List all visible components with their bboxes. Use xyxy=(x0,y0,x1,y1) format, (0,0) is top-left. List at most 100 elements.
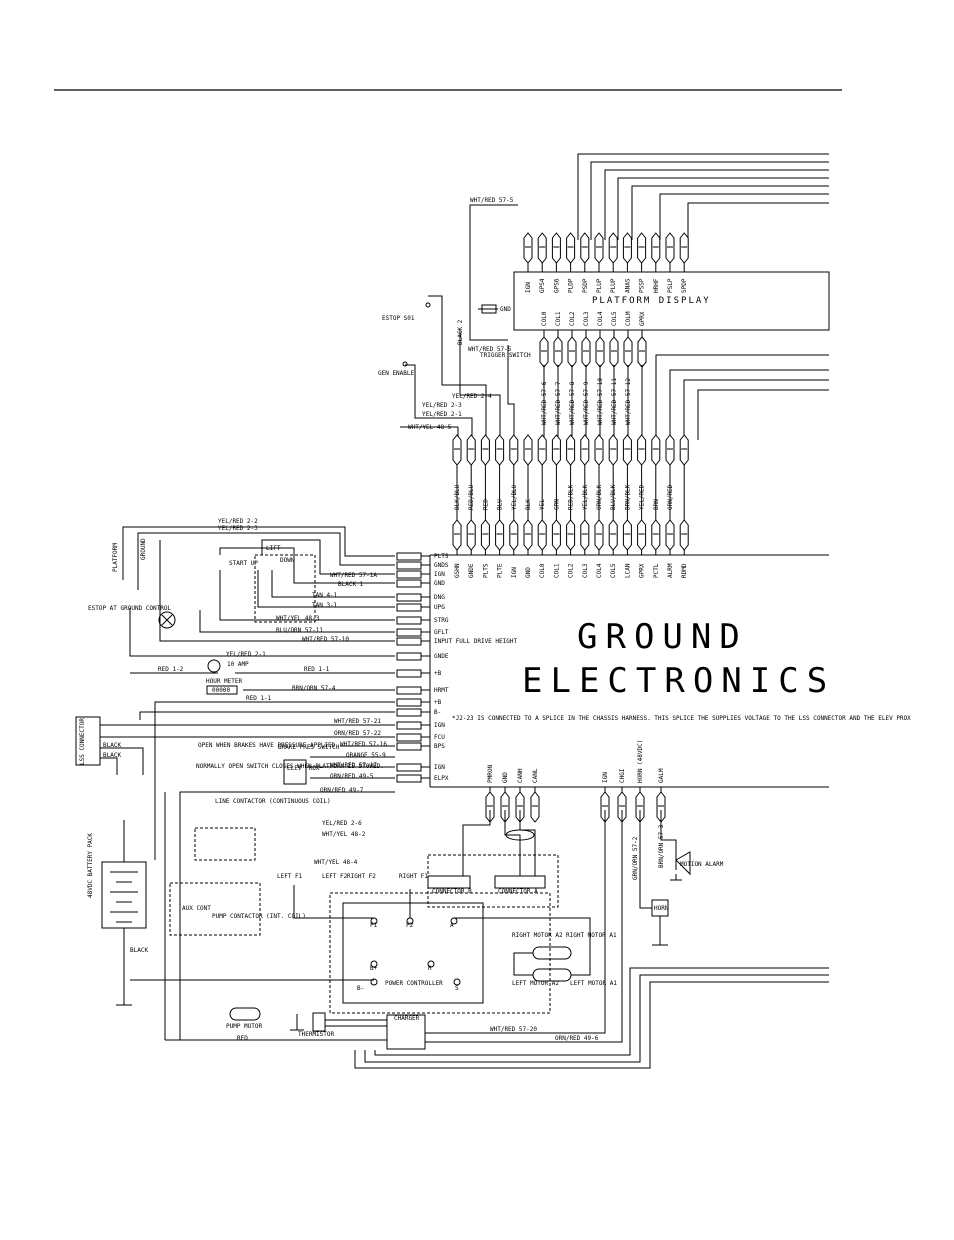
ground-top-pin-connector xyxy=(551,434,561,466)
j5-pin xyxy=(396,686,430,695)
ground-top-pin-connector xyxy=(523,434,533,466)
j5-pin xyxy=(396,579,430,588)
platform-col-connector xyxy=(567,336,577,368)
platform-col-label: COLM xyxy=(625,311,632,326)
power-wire-label: YEL/RED 2-6 xyxy=(322,820,362,827)
j5-pin-label: INPUT FULL DRIVE HEIGHT xyxy=(434,638,517,645)
left-wire-label: RED 1-1 xyxy=(246,695,272,702)
platform-pin-connector xyxy=(523,232,533,264)
platform-pin-connector xyxy=(608,232,618,264)
power-label: RIGHT MOTOR A1 xyxy=(566,932,617,939)
ground-top-pin-connector xyxy=(509,434,519,466)
left-wire-label: RED 1-1 xyxy=(304,666,330,673)
ground-top-pin-label: LCAN xyxy=(624,563,631,578)
platform-pin-label: PLUP xyxy=(596,278,603,293)
power-label: LEFT MOTOR A1 xyxy=(570,980,617,987)
j2-pin xyxy=(396,733,430,742)
power-label: R xyxy=(428,965,432,972)
left-wire-label: BRN/ORN 57-4 xyxy=(292,685,336,692)
bottom-pin-label: GND xyxy=(502,772,509,783)
j2-pin-label: B- xyxy=(434,709,441,716)
ground-electronics-box xyxy=(429,554,829,788)
power-label: F2 xyxy=(406,922,414,929)
platform-col-connector xyxy=(623,336,633,368)
j5-pin xyxy=(396,593,430,602)
platform-mid-wiring xyxy=(543,354,829,440)
ground-wire-color: BRN xyxy=(653,499,660,510)
ground-top-pin-connector xyxy=(480,434,490,466)
ground-top-pin-connector xyxy=(637,434,647,466)
ground-wire-color: ORN/BLK xyxy=(596,484,603,510)
power-wire-label: WHT/RED 57-20 xyxy=(490,1026,537,1033)
j5-pin-label: GND xyxy=(434,580,445,587)
power-label: S xyxy=(455,985,459,992)
ground-wire-color: YEL/BLU xyxy=(511,484,518,510)
platform-pin-label: HRHF xyxy=(653,278,660,293)
platform-col-label: COL1 xyxy=(555,311,562,326)
platform-gnd-label: GND xyxy=(500,306,511,313)
left-wire-label: TAN 3-1 xyxy=(312,602,338,609)
platform-pin-connector xyxy=(651,232,661,264)
platform-wire-label: WHT/RED 57-5 xyxy=(468,346,512,353)
ground-top-pin-connector xyxy=(495,434,505,466)
j2-pin-label: IGN xyxy=(434,722,445,729)
top-harness xyxy=(469,153,829,341)
platform-pin-connector xyxy=(622,232,632,264)
power-label: B- xyxy=(357,985,364,992)
j5-pin-label: IGN xyxy=(434,571,445,578)
j5-pin xyxy=(396,616,430,625)
power-labels: LINE CONTACTOR (CONTINUOUS COIL)PUMP CON… xyxy=(87,798,724,1042)
left-component-label: DOWN xyxy=(280,557,295,564)
platform-wire-label: YEL/RED 2-4 xyxy=(452,393,492,400)
power-label: 48VDC BATTERY PACK xyxy=(87,833,94,898)
ground-top-pin-connector xyxy=(537,519,547,551)
bottom-pin-label: CHGI xyxy=(619,768,626,783)
mid-wire-label: WHT/RED 57-12 xyxy=(625,378,632,425)
left-wire-label: TAN 4-1 xyxy=(312,592,338,599)
ground-top-pin-connector xyxy=(509,519,519,551)
power-label: AUX CONT xyxy=(182,905,211,912)
left-wire-label: BLU/ORN 57-11 xyxy=(276,627,323,634)
platform-display-title: PLATFORM DISPLAY xyxy=(592,296,711,306)
platform-col-label: GPRX xyxy=(639,311,646,326)
platform-col-label: COL3 xyxy=(583,311,590,326)
left-component-label: LIFT xyxy=(266,545,281,552)
ground-top-pin-connector xyxy=(551,519,561,551)
ground-wire-color: GRN xyxy=(553,499,560,510)
j2-pin xyxy=(396,708,430,717)
left-wire-label: ORANGE 55-9 xyxy=(346,752,386,759)
gen-enable-label: GEN ENABLE xyxy=(378,370,415,377)
mid-wire-label: WHT/RED 57-7 xyxy=(555,381,562,425)
bottom-pin-connector xyxy=(600,791,610,823)
j2-pin xyxy=(396,774,430,783)
mid-wire-label: WHT/RED 57-9 xyxy=(583,381,590,425)
power-label: F1 xyxy=(370,922,378,929)
mid-wire-label: WHT/RED 57-6 xyxy=(541,381,548,425)
platform-col-connector xyxy=(539,336,549,368)
ground-wire-color: BLU/BLK xyxy=(610,484,617,510)
j5-pin-label: DNG xyxy=(434,594,445,601)
bottom-pin-label: HORN (48VDC) xyxy=(637,740,644,783)
ground-top-pin-connector xyxy=(580,434,590,466)
left-component-label: LSS CONNECTOR xyxy=(79,718,86,765)
splice-note: *J2-23 IS CONNECTED TO A SPLICE IN THE C… xyxy=(452,715,911,722)
power-wire-label: GRN/ORN 57-2 xyxy=(632,836,639,880)
left-wire-label: WHT/RED 57-10 xyxy=(302,636,349,643)
platform-wire-label: YEL/RED 2-1 xyxy=(422,411,462,418)
bottom-pin-connector xyxy=(485,791,495,823)
power-label: CONNECTOR A xyxy=(498,888,538,895)
j5-pin-label: HRMT xyxy=(434,687,449,694)
ground-top-pin-label: PLTE xyxy=(497,563,504,578)
platform-wire-label: BLACK 2 xyxy=(457,319,464,345)
ground-top-pin-connector xyxy=(495,519,505,551)
left-component-label: 10 AMP xyxy=(227,661,249,668)
ground-top-pin-connector xyxy=(594,434,604,466)
j5-pin xyxy=(396,570,430,579)
left-wire-label: WHT/RED 57-21 xyxy=(334,718,381,725)
j5-pin-label: GFLT xyxy=(434,629,449,636)
platform-col-label: COL4 xyxy=(597,311,604,326)
platform-wire-label: WHT/RED 57-5 xyxy=(470,197,514,204)
